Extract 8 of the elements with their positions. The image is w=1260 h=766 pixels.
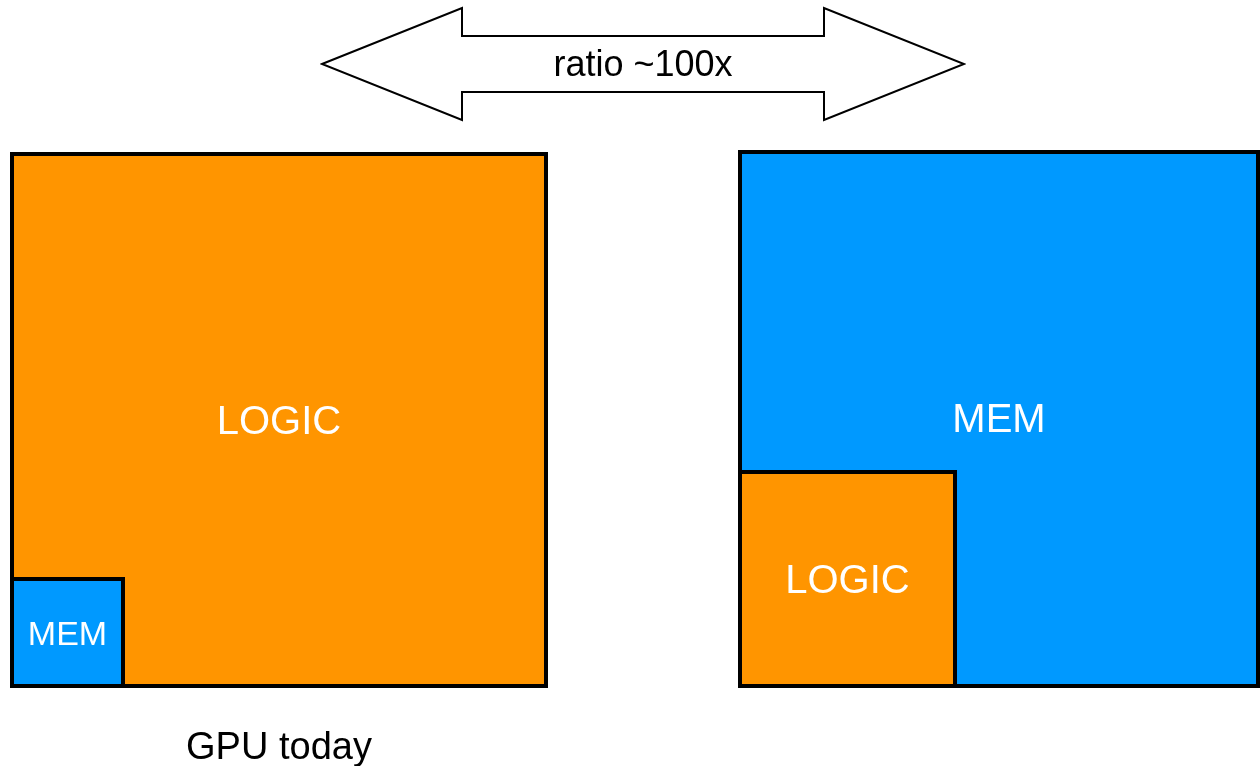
block-label: MEM: [952, 395, 1046, 442]
block-label: ratio ~100x: [553, 42, 733, 86]
block-label: LOGIC: [216, 397, 342, 444]
memory-block: [738, 150, 1260, 688]
logic-block: [10, 152, 548, 688]
block-label: LOGIC: [785, 556, 910, 603]
double-arrow-shape: [320, 6, 966, 122]
block-label: MEM: [27, 612, 108, 653]
